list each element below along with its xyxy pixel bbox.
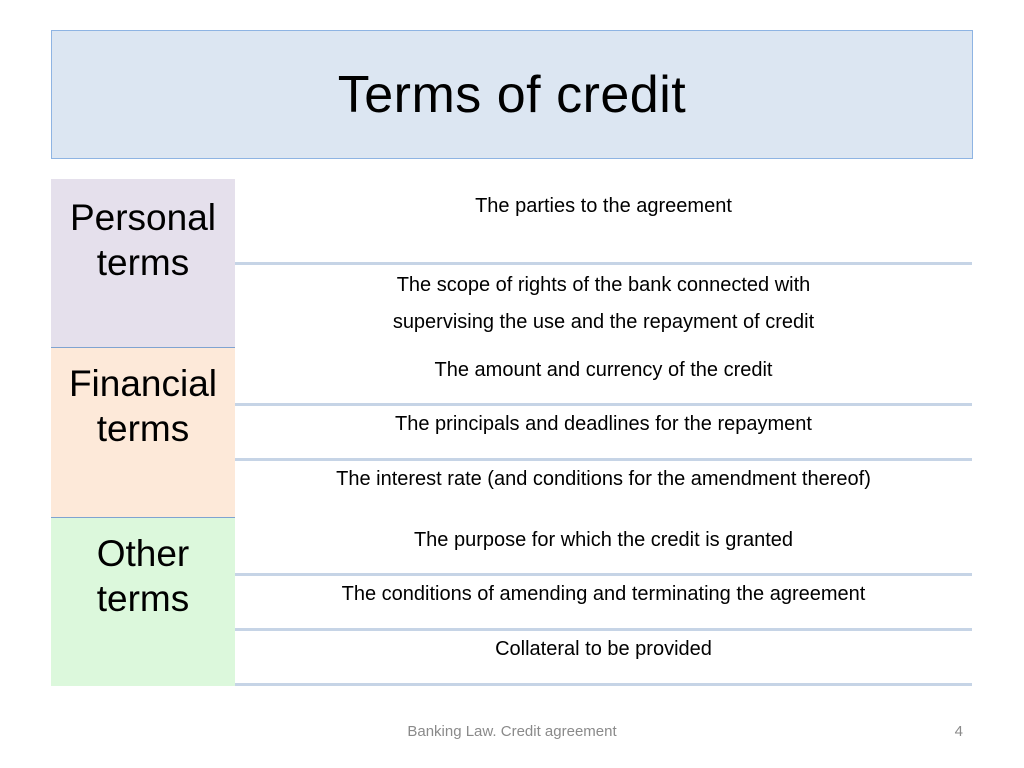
group-label-line2: terms xyxy=(96,578,190,619)
table-row: The purpose for which the credit is gran… xyxy=(235,520,972,576)
group-label-line1: Financial xyxy=(68,363,218,404)
group-rows: The amount and currency of the credit Th… xyxy=(235,347,972,517)
row-text: The scope of rights of the bank connecte… xyxy=(396,274,811,296)
group-label-line1: Personal xyxy=(69,197,217,238)
group-other-terms: Other terms The purpose for which the cr… xyxy=(51,517,972,686)
group-label-line2: terms xyxy=(96,242,190,283)
table-row: The conditions of amending and terminati… xyxy=(235,576,972,631)
row-text: The purpose for which the credit is gran… xyxy=(413,529,794,551)
group-divider xyxy=(51,517,235,518)
group-rows: The purpose for which the credit is gran… xyxy=(235,517,972,686)
table-row: Collateral to be provided xyxy=(235,631,972,686)
table-row: The interest rate (and conditions for th… xyxy=(235,461,972,517)
table-row: The amount and currency of the credit xyxy=(235,350,972,406)
group-label-other: Other terms xyxy=(51,517,235,686)
row-text: The parties to the agreement xyxy=(475,195,732,217)
page-number: 4 xyxy=(954,723,963,740)
group-rows: The parties to the agreement The scope o… xyxy=(235,179,972,347)
table-row: The parties to the agreement xyxy=(235,182,972,265)
group-label-personal: Personal terms xyxy=(51,179,235,347)
row-text: The principals and deadlines for the rep… xyxy=(395,413,812,435)
table-row: The principals and deadlines for the rep… xyxy=(235,406,972,461)
slide-title: Terms of credit xyxy=(337,65,687,124)
row-text: supervising the use and the repayment of… xyxy=(392,311,815,333)
footer-text: Banking Law. Credit agreement xyxy=(407,723,617,740)
row-text: Collateral to be provided xyxy=(495,638,712,660)
group-financial-terms: Financial terms The amount and currency … xyxy=(51,347,972,517)
title-box: Terms of credit xyxy=(51,30,973,159)
group-label-line1: Other xyxy=(96,533,190,574)
row-text: The amount and currency of the credit xyxy=(434,359,773,381)
row-text: The conditions of amending and terminati… xyxy=(341,583,866,605)
group-personal-terms: Personal terms The parties to the agreem… xyxy=(51,179,972,347)
row-text: The interest rate (and conditions for th… xyxy=(336,468,871,490)
group-label-financial: Financial terms xyxy=(51,347,235,517)
group-divider xyxy=(51,347,235,348)
group-label-line2: terms xyxy=(96,408,190,449)
table-row: The scope of rights of the bank connecte… xyxy=(235,265,972,347)
